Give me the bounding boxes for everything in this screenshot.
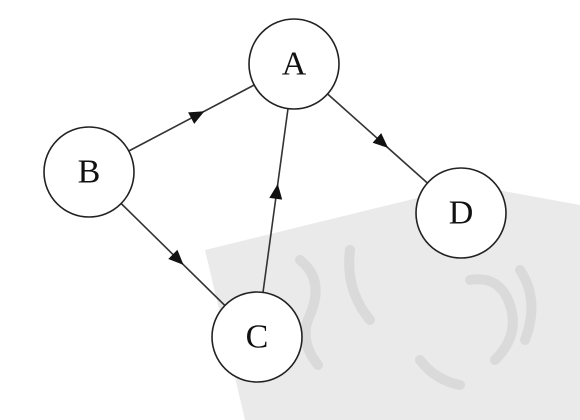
node-circle — [415, 167, 507, 259]
node-a: A — [248, 18, 340, 110]
edge-line — [262, 108, 289, 293]
node-circle — [211, 291, 303, 383]
node-label: B — [78, 154, 101, 191]
node-label: C — [246, 319, 269, 356]
node-b: B — [43, 126, 135, 218]
node-label: A — [282, 46, 307, 83]
node-circle — [43, 126, 135, 218]
node-circle — [248, 18, 340, 110]
arrowhead-icon — [168, 249, 184, 265]
node-label: D — [449, 195, 474, 232]
nodes: A B C D — [43, 18, 507, 383]
node-c: C — [211, 291, 303, 383]
arrowhead-icon — [269, 183, 283, 200]
edge-c-to-a — [262, 108, 289, 293]
edge-b-to-c — [120, 202, 226, 307]
node-d: D — [415, 167, 507, 259]
arrowhead-icon — [188, 111, 205, 124]
arrowhead-icon — [372, 133, 389, 148]
edge-b-to-a — [128, 84, 255, 152]
edges — [120, 84, 428, 307]
edge-a-to-d — [327, 93, 428, 184]
